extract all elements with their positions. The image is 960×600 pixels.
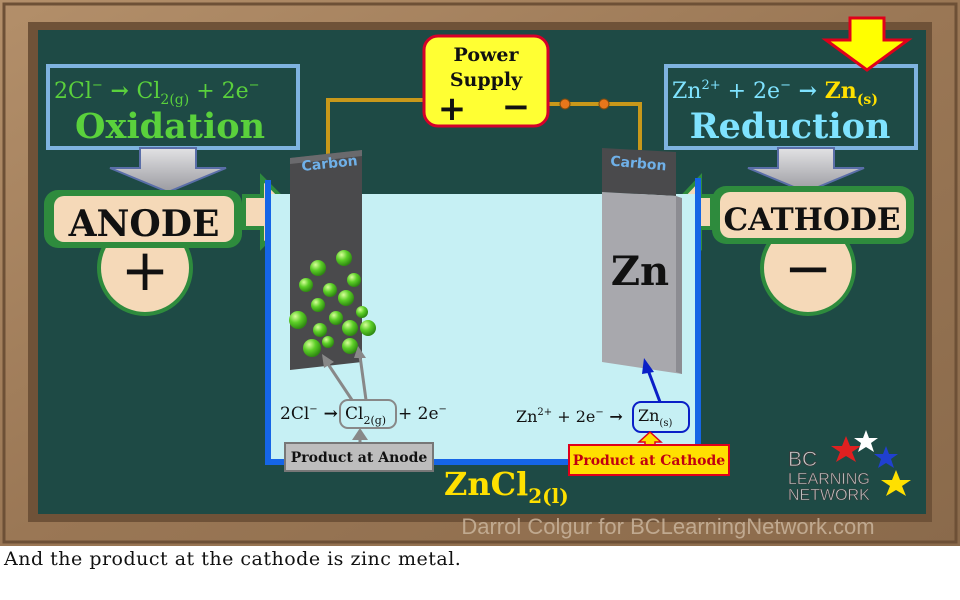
red-eq-product: Zn — [825, 78, 857, 104]
highlight-arrow-icon — [821, 16, 913, 72]
half-cathode-pre: Zn — [516, 407, 537, 426]
half-cathode-mid: + 2e — [552, 407, 595, 426]
svg-text:Zn2+ + 2e− → Zn(s): Zn2+ + 2e− → Zn(s) — [672, 78, 878, 108]
half-anode-pre: 2Cl — [280, 404, 309, 424]
half-cathode-mid-sup: − — [595, 407, 603, 418]
slide-caption: And the product at the cathode is zinc m… — [4, 548, 462, 570]
half-cathode-product-box — [632, 401, 690, 433]
svg-text:+ 2e−: + 2e− — [398, 404, 447, 424]
anode-electrode: Carbon — [290, 150, 362, 370]
red-eq-plus: + 2e — [721, 79, 780, 104]
anode-label: ANODE — [68, 203, 220, 245]
power-supply-label-2: Supply — [450, 69, 523, 91]
reduction-box: Zn2+ + 2e− → Zn(s) Reduction — [664, 64, 918, 150]
reduction-word: Reduction — [690, 106, 891, 147]
logo-line-3: NETWORK — [788, 487, 870, 504]
half-anode-pre-sup: − — [309, 404, 317, 415]
product-cathode-label: Product at Cathode — [573, 453, 725, 469]
half-anode-product-sub: 2(g) — [363, 414, 386, 427]
half-anode-product: Cl — [345, 404, 363, 424]
half-anode-product-box — [339, 399, 397, 429]
cathode-label: CATHODE — [724, 202, 901, 238]
red-eq-left-sup: 2+ — [701, 78, 720, 93]
red-eq-arrow: → — [791, 78, 825, 104]
logo-line-1: BC — [788, 448, 817, 471]
half-anode-arrow: → — [318, 404, 338, 424]
oxidation-word: Oxidation — [75, 106, 265, 147]
cathode-electrode: Carbon Zn — [602, 148, 682, 374]
ox-eq-mid-sub: 2(g) — [160, 92, 189, 108]
ox-eq-arrow: → — [103, 78, 137, 104]
anode-electrode-label: Carbon — [301, 153, 359, 175]
product-anode-pointer-icon — [322, 346, 368, 442]
ox-eq-right: + 2e — [189, 79, 248, 104]
bubble-icons — [289, 250, 376, 357]
product-cathode-pointer-icon — [642, 358, 662, 403]
svg-text:Cl2(g): Cl2(g) — [345, 404, 386, 427]
ox-eq-left: 2Cl — [54, 79, 92, 104]
oxidation-box: 2Cl− → Cl2(g) + 2e− Oxidation — [46, 64, 300, 150]
half-cathode-arrow: → — [604, 407, 623, 426]
zinc-deposit-label: Zn — [611, 248, 669, 295]
cathode-electrode-label: Carbon — [610, 154, 667, 175]
beaker-container — [265, 178, 701, 465]
cathode-down-arrow-icon — [747, 147, 865, 194]
power-supply-label-1: Power — [454, 44, 520, 66]
ox-eq-left-sup: − — [92, 78, 103, 93]
svg-text:2Cl− →: 2Cl− → — [280, 404, 338, 424]
electrolyte-sub: 2(l) — [528, 484, 568, 508]
red-eq-left: Zn — [672, 79, 701, 104]
half-cathode-product: Zn — [638, 406, 659, 425]
slide-frame: Power Supply + − 2Cl− → Cl2(g) + 2e− Oxi… — [0, 0, 960, 546]
bc-stars-logo: BC LEARNING NETWORK — [788, 430, 911, 504]
power-supply: Power Supply + − — [422, 34, 550, 129]
ox-eq-mid: Cl — [137, 79, 161, 104]
anode-down-arrow-icon — [109, 147, 227, 194]
svg-text:2Cl− → Cl2(g) + 2e−: 2Cl− → Cl2(g) + 2e− — [54, 78, 260, 108]
electrolyte-formula: ZnCl — [444, 465, 528, 503]
logo-line-2: LEARNING — [788, 471, 870, 488]
circuit-wires — [326, 98, 642, 160]
ox-eq-right-sup: − — [249, 78, 260, 93]
red-eq-plus-sup: − — [780, 78, 791, 93]
power-plus-terminal: + — [438, 89, 467, 129]
half-cathode-product-sub: (s) — [659, 418, 672, 429]
svg-text:Zn2+ + 2e− →: Zn2+ + 2e− → — [516, 407, 623, 426]
half-cathode-pre-sup: 2+ — [537, 407, 552, 418]
red-eq-product-sub: (s) — [857, 92, 878, 108]
svg-text:ZnCl2(l): ZnCl2(l) — [444, 465, 569, 508]
product-anode-label: Product at Anode — [291, 450, 428, 466]
power-minus-terminal: − — [502, 87, 531, 127]
wire-connector — [559, 98, 571, 110]
wire-connector — [598, 98, 610, 110]
watermark-text: Darrol Colgur for BCLearningNetwork.com — [461, 514, 874, 539]
svg-text:Zn(s): Zn(s) — [638, 406, 672, 429]
half-anode-post-sup: − — [439, 404, 447, 415]
half-anode-post: + 2e — [398, 404, 439, 424]
cathode-sign: − — [784, 234, 833, 302]
